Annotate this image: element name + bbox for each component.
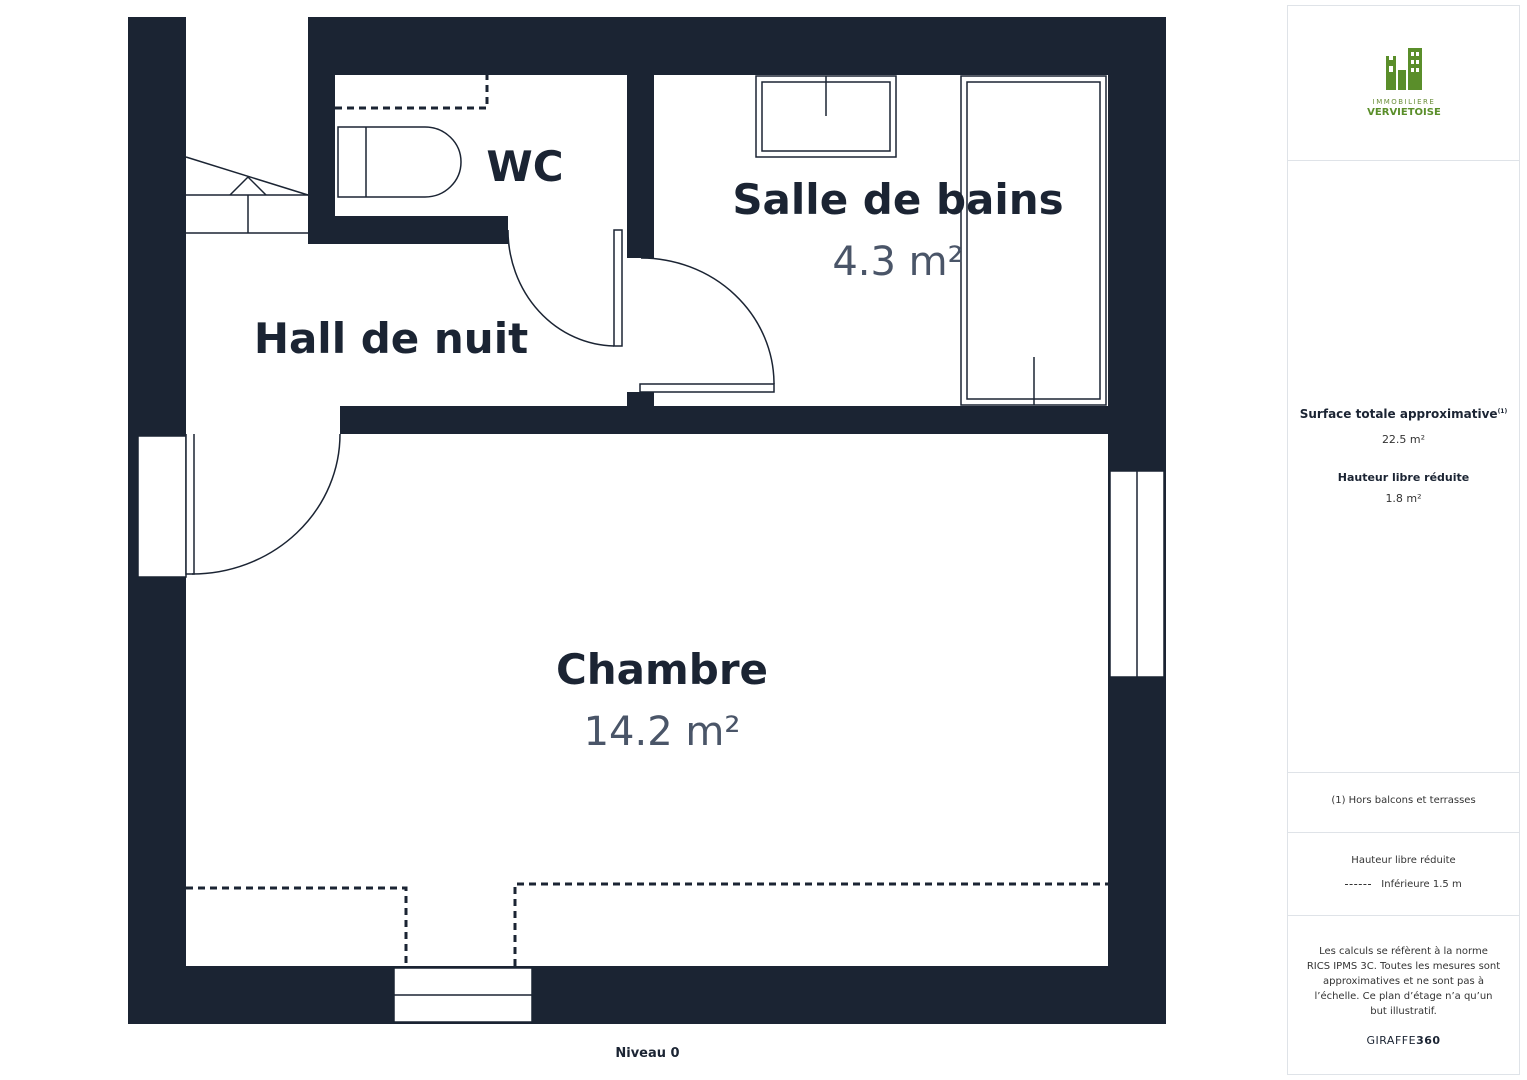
- castle-icon: [1386, 48, 1422, 90]
- walls: [128, 17, 1166, 1024]
- logo-line1: IMMOBILIERE: [1372, 98, 1436, 106]
- info-panel: IMMOBILIERE VERVIETOISE Surface totale a…: [1287, 5, 1520, 1075]
- level-label: Niveau 0: [615, 1046, 680, 1061]
- disclaimer-text: Les calculs se réfèrent à la norme RICS …: [1306, 946, 1501, 1017]
- reduced-height-value: 1.8 m²: [1385, 492, 1422, 505]
- company-logo: IMMOBILIERE VERVIETOISE: [1358, 46, 1450, 118]
- reduced-height-title: Hauteur libre réduite: [1337, 471, 1470, 484]
- total-surface-title-text: Surface totale approximative: [1299, 407, 1498, 421]
- legend-section: Hauteur libre réduite Inférieure 1.5 m: [1288, 833, 1519, 916]
- room-name-chambre: Chambre: [556, 645, 768, 694]
- floor-plan: WC Salle de bains 4.3 m² Hall de nuit Ch…: [128, 17, 1166, 1024]
- summary-section: Surface totale approximative(1) 22.5 m² …: [1288, 161, 1519, 773]
- legend-item-label: Inférieure 1.5 m: [1381, 879, 1462, 890]
- disclaimer-section: Les calculs se réfèrent à la norme RICS …: [1288, 916, 1519, 1076]
- footnote-mark: (1): [1497, 408, 1508, 415]
- footnote-text: (1) Hors balcons et terrasses: [1331, 795, 1476, 806]
- stairs: [185, 156, 309, 234]
- total-surface-title: Surface totale approximative(1): [1288, 407, 1519, 421]
- brand-part-a: GIRAFFE: [1366, 1034, 1417, 1047]
- brand-part-b: 360: [1416, 1034, 1441, 1047]
- legend-title: Hauteur libre réduite: [1351, 855, 1456, 866]
- logo-section: IMMOBILIERE VERVIETOISE: [1288, 6, 1519, 161]
- room-name-wc: WC: [486, 142, 563, 191]
- total-surface-value: 22.5 m²: [1381, 433, 1426, 446]
- brand-logo: GIRAFFE360: [1288, 1034, 1519, 1047]
- reduced-height-lines: [186, 75, 1108, 966]
- fixtures: [337, 75, 1107, 406]
- room-name-hall-de-nuit: Hall de nuit: [254, 314, 528, 363]
- room-area-salle-de-bains: 4.3 m²: [832, 239, 963, 285]
- room-area-chambre: 14.2 m²: [584, 709, 741, 755]
- doors: [191, 229, 775, 575]
- openings: [137, 17, 1165, 1023]
- room-name-salle-de-bains: Salle de bains: [732, 175, 1063, 224]
- dashed-line-icon: [1345, 883, 1372, 885]
- logo-line2: VERVIETOISE: [1367, 107, 1441, 118]
- legend-item: Inférieure 1.5 m: [1288, 879, 1519, 890]
- note-section: (1) Hors balcons et terrasses: [1288, 773, 1519, 833]
